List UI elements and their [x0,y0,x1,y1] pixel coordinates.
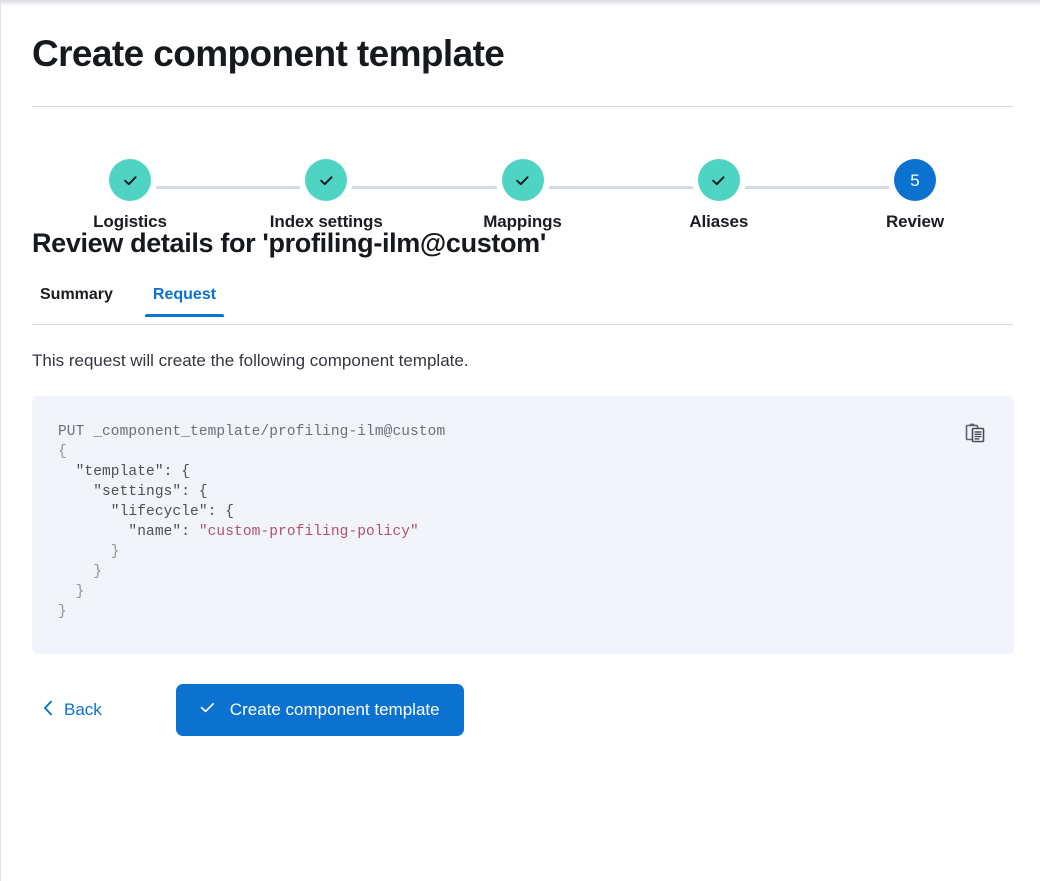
stepper-step-label: Index settings [269,212,383,231]
request-code-panel: PUT _component_template/profiling-ilm@cu… [32,396,1014,654]
stepper-step-label: Review [886,212,944,231]
stepper-step-index-settings[interactable]: Index settings [228,159,424,232]
stepper-steps: Logistics Index settings [32,159,1013,232]
code-line-method: PUT _component_template/profiling-ilm@cu… [58,424,446,440]
back-button[interactable]: Back [32,691,110,730]
page-title: Create component template [32,33,505,74]
code-string-value: "custom-profiling-policy" [198,524,419,540]
code-line: } [58,604,67,620]
check-icon [709,171,728,190]
step-status-circle: 5 [894,159,936,201]
code-line: } [58,584,85,600]
code-line: } [58,544,120,560]
code-line: "template": { [58,464,191,480]
step-status-circle [109,159,151,201]
step-status-circle [501,159,544,201]
stepper-step-mappings[interactable]: Mappings [425,159,621,232]
check-icon [317,171,336,190]
stepper-step-aliases[interactable]: Aliases [621,159,817,232]
step-number: 5 [910,170,920,190]
stepper-step-label: Logistics [93,212,167,231]
check-icon [513,171,532,190]
code-line: } [58,564,103,580]
review-heading: Review details for 'profiling-ilm@custom… [32,228,546,258]
create-component-template-button[interactable]: Create component template [175,684,464,736]
stepper-step-label: Aliases [689,212,749,231]
stepper-step-review[interactable]: 5 Review [817,159,1013,232]
stepper-step-logistics[interactable]: Logistics [32,159,228,232]
code-line: "settings": { [58,484,208,500]
create-component-template-label: Create component template [229,700,440,719]
code-line: "name": [58,524,199,540]
header-divider [32,106,1013,107]
request-description: This request will create the following c… [32,351,469,370]
copy-icon[interactable] [962,420,988,446]
wizard-stepper: Logistics Index settings [32,107,1013,231]
window-left-border [0,0,1,881]
request-code-block: PUT _component_template/profiling-ilm@cu… [32,396,1014,622]
stepper-step-label: Mappings [483,212,562,231]
step-status-circle [305,159,348,201]
page-container: Create component template Logistics [1,6,1040,881]
tab-request[interactable]: Request [144,286,225,317]
window-top-chrome [0,0,1040,6]
code-line: "lifecycle": { [58,504,235,520]
back-button-label: Back [64,700,102,719]
check-icon [198,698,217,722]
wizard-actions: Back Create component template [32,684,1013,736]
tab-summary[interactable]: Summary [32,286,121,316]
check-icon [121,171,140,190]
step-status-circle [697,159,740,201]
code-line: { [58,444,67,460]
review-tabs: Summary Request [32,286,1013,325]
chevron-left-icon [41,699,55,722]
